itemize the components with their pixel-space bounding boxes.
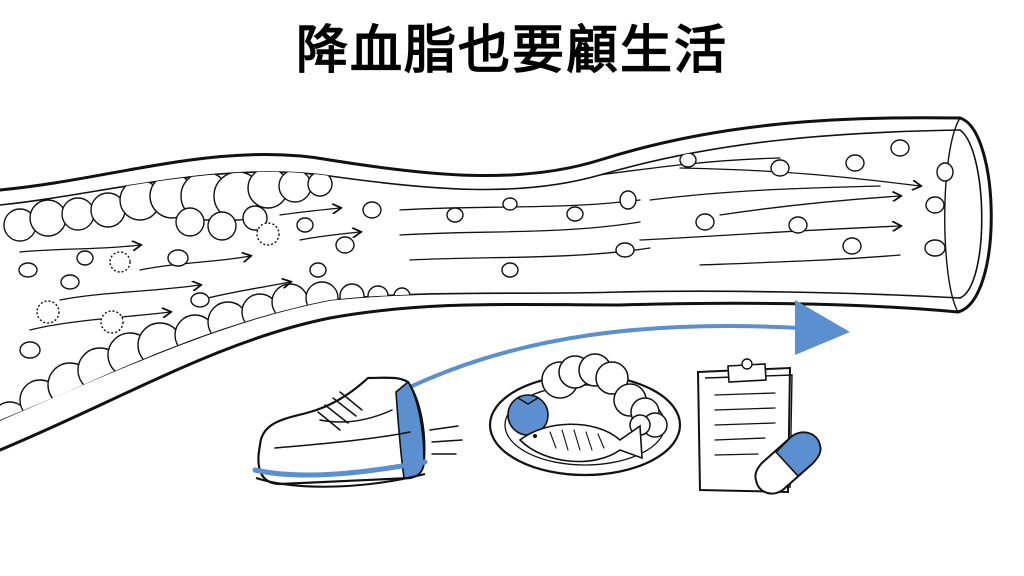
running-shoe-icon	[252, 376, 463, 488]
capsule-icon	[754, 431, 822, 495]
healthy-meal-plate-icon	[488, 353, 682, 477]
artery-icon	[0, 116, 993, 452]
page-title: 降血脂也要顧生活	[295, 21, 728, 81]
curved-arrow-icon	[406, 300, 850, 390]
plaque-icon	[3, 167, 333, 242]
